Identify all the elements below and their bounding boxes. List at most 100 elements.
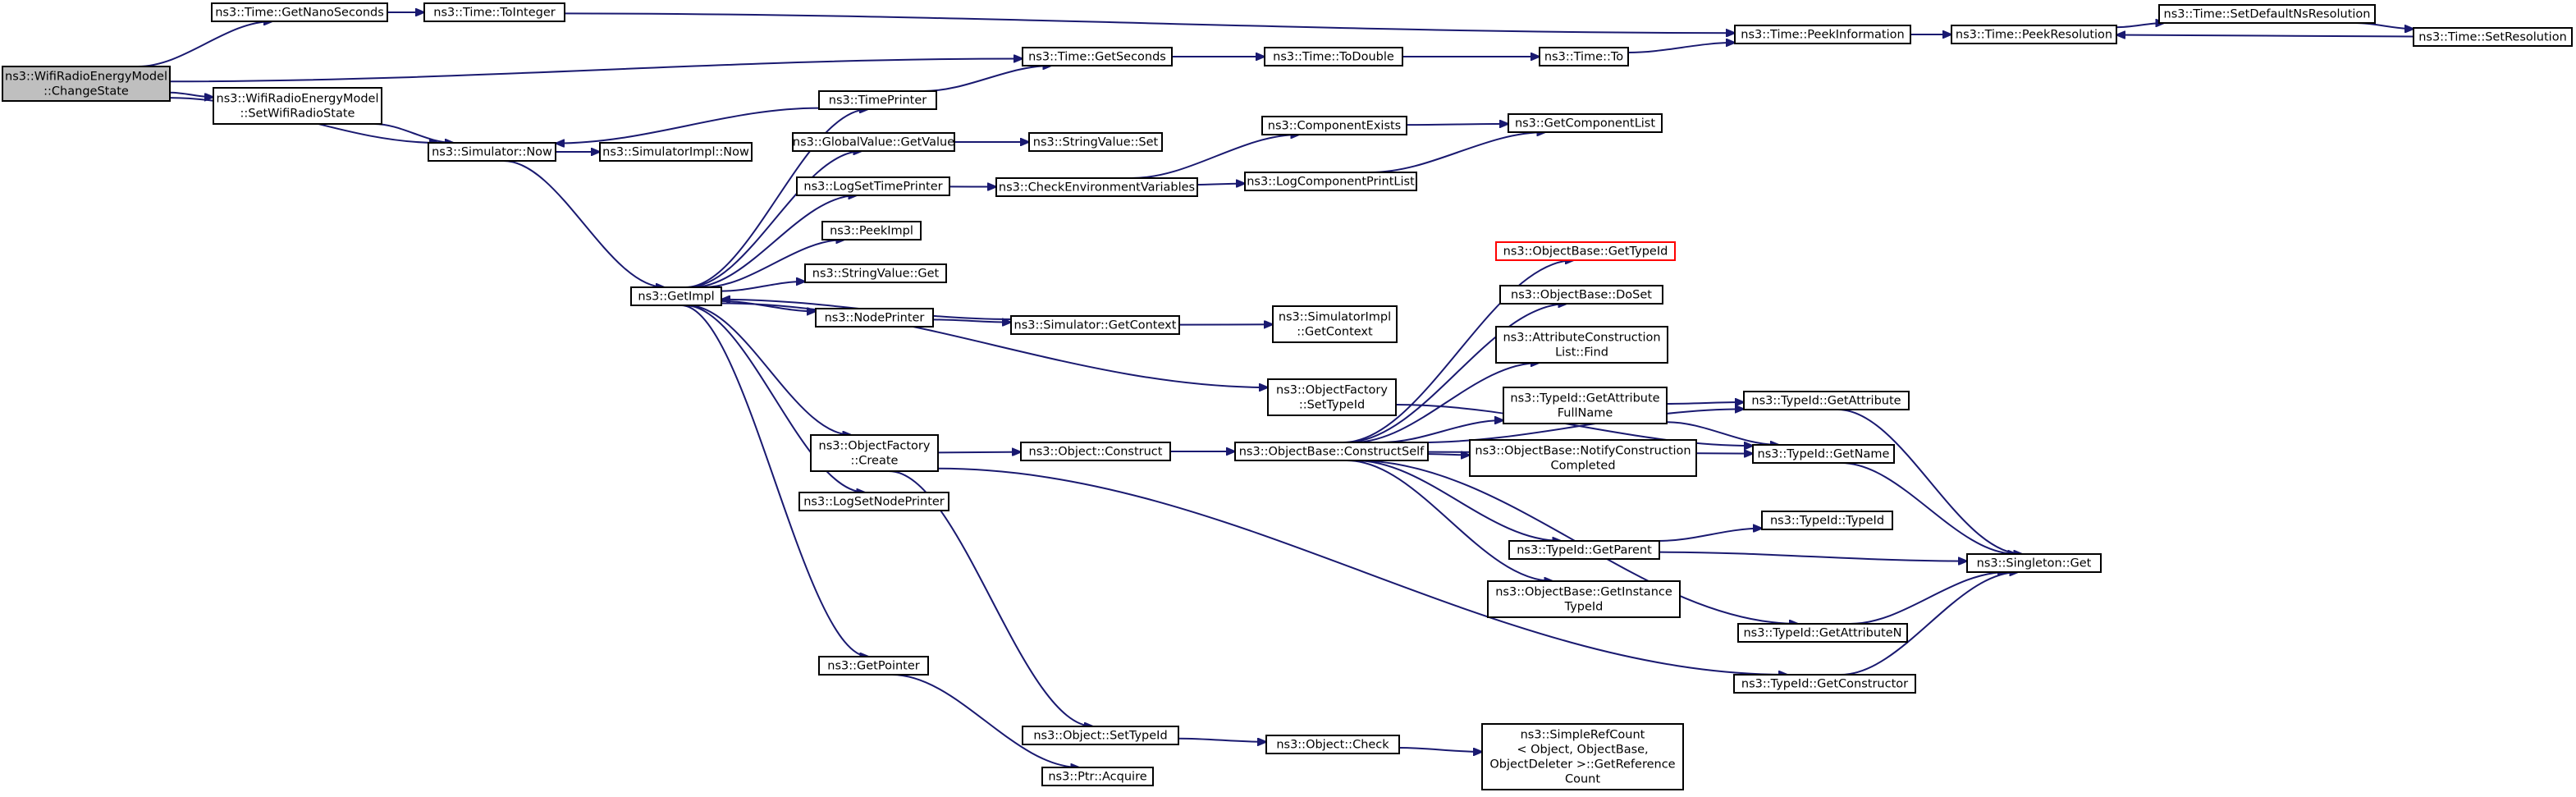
node-box[interactable] — [2413, 27, 2573, 47]
node-tidTypeId[interactable]: ns3::TypeId::TypeId — [1761, 511, 1893, 530]
node-box[interactable] — [810, 434, 939, 472]
node-box[interactable] — [630, 286, 722, 306]
node-box[interactable] — [1503, 387, 1668, 424]
node-objSetTypeId[interactable]: ns3::Object::SetTypeId — [1022, 726, 1179, 745]
node-simImplGetCtx[interactable]: ns3::SimulatorImpl::GetContext — [1272, 305, 1398, 343]
node-box[interactable] — [821, 221, 922, 240]
node-box[interactable] — [1761, 511, 1893, 530]
node-box[interactable] — [1041, 767, 1154, 786]
node-logCompPrint[interactable]: ns3::LogComponentPrintList — [1244, 172, 1417, 191]
node-box[interactable] — [1469, 439, 1697, 477]
node-peekImpl[interactable]: ns3::PeekImpl — [821, 221, 922, 240]
node-getImpl[interactable]: ns3::GetImpl — [630, 286, 722, 306]
node-nodePrinter[interactable]: ns3::NodePrinter — [815, 308, 934, 328]
node-simNow[interactable]: ns3::Simulator::Now — [428, 142, 556, 162]
node-objConstruct[interactable]: ns3::Object::Construct — [1020, 442, 1171, 461]
node-box[interactable] — [815, 308, 934, 328]
node-getNano[interactable]: ns3::Time::GetNanoSeconds — [211, 2, 388, 22]
node-box[interactable] — [1495, 241, 1676, 261]
node-box[interactable] — [1265, 735, 1400, 754]
node-box[interactable] — [1022, 47, 1173, 66]
node-box[interactable] — [1261, 116, 1407, 135]
node-getSeconds[interactable]: ns3::Time::GetSeconds — [1022, 47, 1173, 66]
node-box[interactable] — [1508, 113, 1663, 133]
node-box[interactable] — [2158, 4, 2376, 24]
node-compExists[interactable]: ns3::ComponentExists — [1261, 116, 1407, 135]
node-objCheck[interactable]: ns3::Object::Check — [1265, 735, 1400, 754]
node-box[interactable] — [1508, 540, 1660, 560]
node-box[interactable] — [1539, 47, 1629, 66]
node-box[interactable] — [1244, 172, 1417, 191]
node-obDoSet[interactable]: ns3::ObjectBase::DoSet — [1499, 285, 1663, 305]
node-box[interactable] — [1022, 726, 1179, 745]
node-toDouble[interactable]: ns3::Time::ToDouble — [1264, 47, 1403, 66]
node-box[interactable] — [818, 656, 929, 676]
node-box[interactable] — [1264, 47, 1403, 66]
node-timeTo[interactable]: ns3::Time::To — [1539, 47, 1629, 66]
node-setRes[interactable]: ns3::Time::SetResolution — [2413, 27, 2573, 47]
node-box[interactable] — [1234, 442, 1429, 461]
node-ofCreate[interactable]: ns3::ObjectFactory::Create — [810, 434, 939, 472]
node-box[interactable] — [792, 132, 955, 152]
node-box[interactable] — [211, 2, 388, 22]
node-box[interactable] — [1743, 391, 1910, 410]
node-setWifi[interactable]: ns3::WifiRadioEnergyModel::SetWifiRadioS… — [213, 87, 382, 125]
node-tidGetAttr[interactable]: ns3::TypeId::GetAttribute — [1743, 391, 1910, 410]
node-svGet[interactable]: ns3::StringValue::Get — [804, 263, 947, 283]
node-ofSetTypeId[interactable]: ns3::ObjectFactory::SetTypeId — [1267, 378, 1397, 416]
node-box[interactable] — [213, 87, 382, 125]
node-checkEnv[interactable]: ns3::CheckEnvironmentVariables — [995, 177, 1198, 197]
node-box[interactable] — [798, 492, 949, 511]
node-obNotify[interactable]: ns3::ObjectBase::NotifyConstructionCompl… — [1469, 439, 1697, 477]
node-tidGetAttrN[interactable]: ns3::TypeId::GetAttributeN — [1737, 623, 1908, 643]
node-box[interactable] — [1481, 723, 1684, 790]
node-obGetTypeId[interactable]: ns3::ObjectBase::GetTypeId — [1495, 241, 1676, 261]
node-logSetTime[interactable]: ns3::LogSetTimePrinter — [796, 176, 950, 196]
node-box[interactable] — [1267, 378, 1397, 416]
node-box[interactable] — [1966, 553, 2102, 573]
node-getCompList[interactable]: ns3::GetComponentList — [1508, 113, 1663, 133]
node-timePrinter[interactable]: ns3::TimePrinter — [818, 90, 937, 110]
node-box[interactable] — [1734, 25, 1911, 44]
node-simGetCtx[interactable]: ns3::Simulator::GetContext — [1010, 315, 1180, 335]
node-obConstructSelf[interactable]: ns3::ObjectBase::ConstructSelf — [1234, 442, 1429, 461]
node-box[interactable] — [428, 142, 556, 162]
node-gvGetValue[interactable]: ns3::GlobalValue::GetValue — [792, 132, 955, 152]
node-box[interactable] — [599, 142, 753, 162]
node-box[interactable] — [1495, 326, 1668, 364]
node-box[interactable] — [1499, 285, 1663, 305]
node-box[interactable] — [1487, 580, 1681, 618]
node-box[interactable] — [1752, 444, 1895, 464]
node-box[interactable] — [2, 66, 171, 102]
node-box[interactable] — [804, 263, 947, 283]
node-toInteger[interactable]: ns3::Time::ToInteger — [423, 2, 565, 22]
node-box[interactable] — [818, 90, 937, 110]
node-srcGetRef[interactable]: ns3::SimpleRefCount< Object, ObjectBase,… — [1481, 723, 1684, 790]
node-box[interactable] — [1272, 305, 1398, 343]
node-box[interactable] — [1010, 315, 1180, 335]
node-peekInfo[interactable]: ns3::Time::PeekInformation — [1734, 25, 1911, 44]
node-logSetNode[interactable]: ns3::LogSetNodePrinter — [798, 492, 949, 511]
node-box[interactable] — [1028, 132, 1163, 152]
node-box[interactable] — [1733, 674, 1916, 694]
node-box[interactable] — [423, 2, 565, 22]
node-simImplNow[interactable]: ns3::SimulatorImpl::Now — [599, 142, 753, 162]
node-box[interactable] — [1020, 442, 1171, 461]
node-peekRes[interactable]: ns3::Time::PeekResolution — [1951, 25, 2117, 44]
node-svSet[interactable]: ns3::StringValue::Set — [1028, 132, 1163, 152]
node-setDefaultNs[interactable]: ns3::Time::SetDefaultNsResolution — [2158, 4, 2376, 24]
node-getPointer[interactable]: ns3::GetPointer — [818, 656, 929, 676]
node-box[interactable] — [1737, 623, 1908, 643]
node-ptrAcquire[interactable]: ns3::Ptr::Acquire — [1041, 767, 1154, 786]
node-tidGetCtor[interactable]: ns3::TypeId::GetConstructor — [1733, 674, 1916, 694]
node-box[interactable] — [995, 177, 1198, 197]
node-tidGetName[interactable]: ns3::TypeId::GetName — [1752, 444, 1895, 464]
node-box[interactable] — [1951, 25, 2117, 44]
node-tidGetParent[interactable]: ns3::TypeId::GetParent — [1508, 540, 1660, 560]
node-box[interactable] — [796, 176, 950, 196]
node-singletonGet[interactable]: ns3::Singleton::Get — [1966, 553, 2102, 573]
node-root[interactable]: ns3::WifiRadioEnergyModel::ChangeState — [2, 66, 171, 102]
